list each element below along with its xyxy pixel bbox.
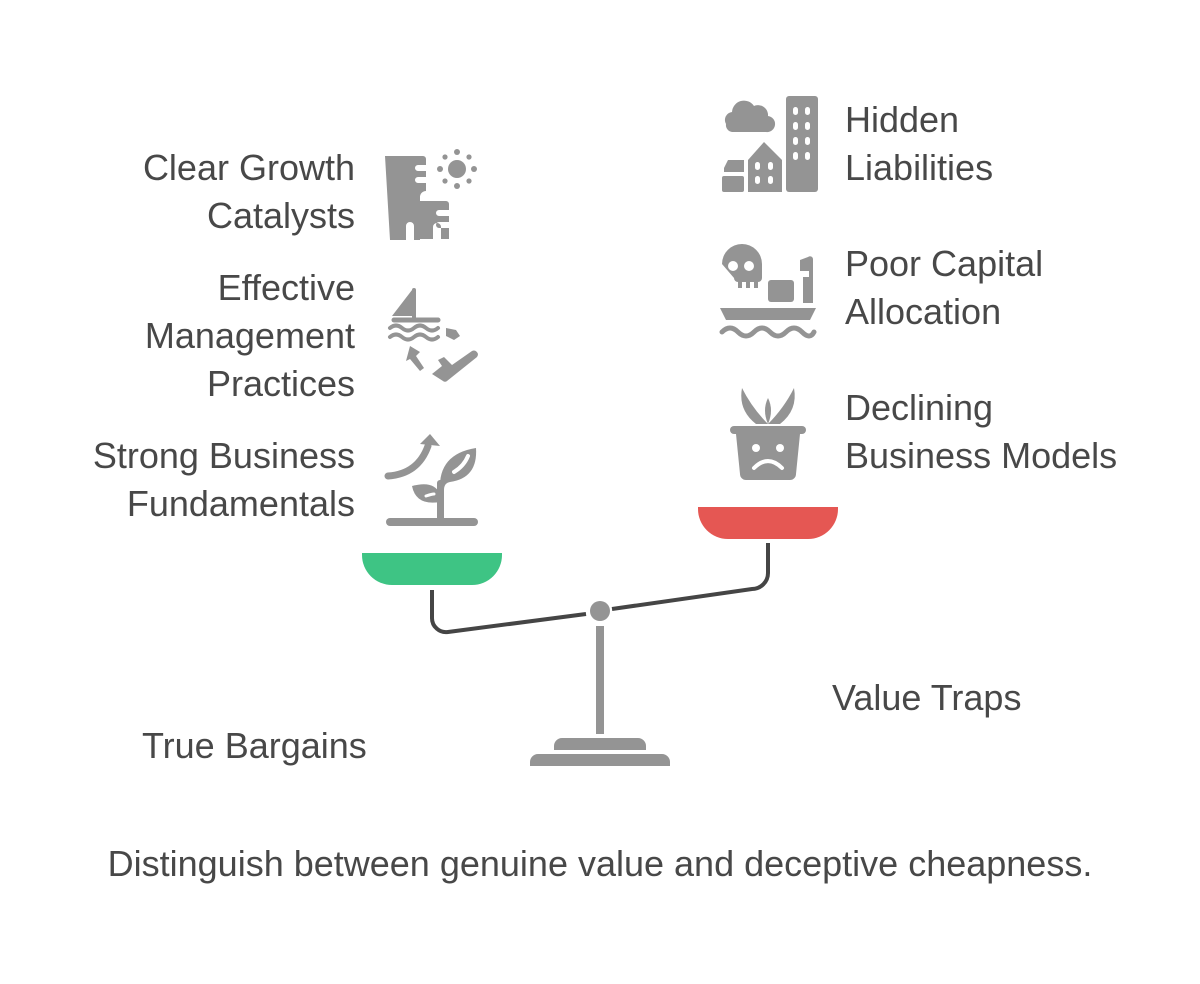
left-side-title: True Bargains	[142, 725, 367, 766]
sad-plant-pot-icon	[728, 384, 808, 484]
label-line: Liabilities	[845, 147, 994, 188]
label-line: Clear Growth	[142, 147, 355, 188]
scale-post	[596, 626, 604, 734]
label-effective-management-practices: Effective Management Practices	[40, 264, 355, 408]
label-line: Hidden	[845, 99, 960, 140]
label-strong-business-fundamentals: Strong Business Fundamentals	[40, 432, 355, 528]
right-side-title: Value Traps	[832, 677, 1022, 718]
label-line: Fundamentals	[126, 483, 355, 524]
label-line: Practices	[206, 363, 355, 404]
label-poor-capital-allocation: Poor Capital Allocation	[845, 240, 1185, 336]
label-declining-business-models: Declining Business Models	[845, 384, 1185, 480]
label-line: Management	[144, 315, 355, 356]
label-line: Allocation	[845, 291, 1002, 332]
growth-sprout-icon	[382, 428, 482, 528]
left-pan	[362, 553, 502, 585]
label-line: Strong Business	[92, 435, 355, 476]
sailboat-plane-icon	[382, 284, 482, 384]
scale-base-bottom	[530, 754, 670, 766]
label-line: Catalysts	[206, 195, 355, 236]
label-clear-growth-catalysts: Clear Growth Catalysts	[40, 144, 355, 240]
label-line: Business Models	[845, 435, 1118, 476]
scale-pivot	[590, 601, 610, 621]
scale-base-top	[554, 738, 646, 750]
city-sun-icon	[382, 144, 482, 244]
label-line: Poor Capital	[845, 243, 1044, 284]
right-pan	[698, 507, 838, 539]
caption: Distinguish between genuine value and de…	[107, 843, 1093, 884]
pirate-ship-icon	[718, 240, 818, 340]
label-line: Effective	[217, 267, 355, 308]
label-hidden-liabilities: Hidden Liabilities	[845, 96, 1185, 192]
scale-beam	[429, 543, 770, 635]
cloud-buildings-icon	[718, 94, 818, 194]
label-line: Declining	[845, 387, 994, 428]
